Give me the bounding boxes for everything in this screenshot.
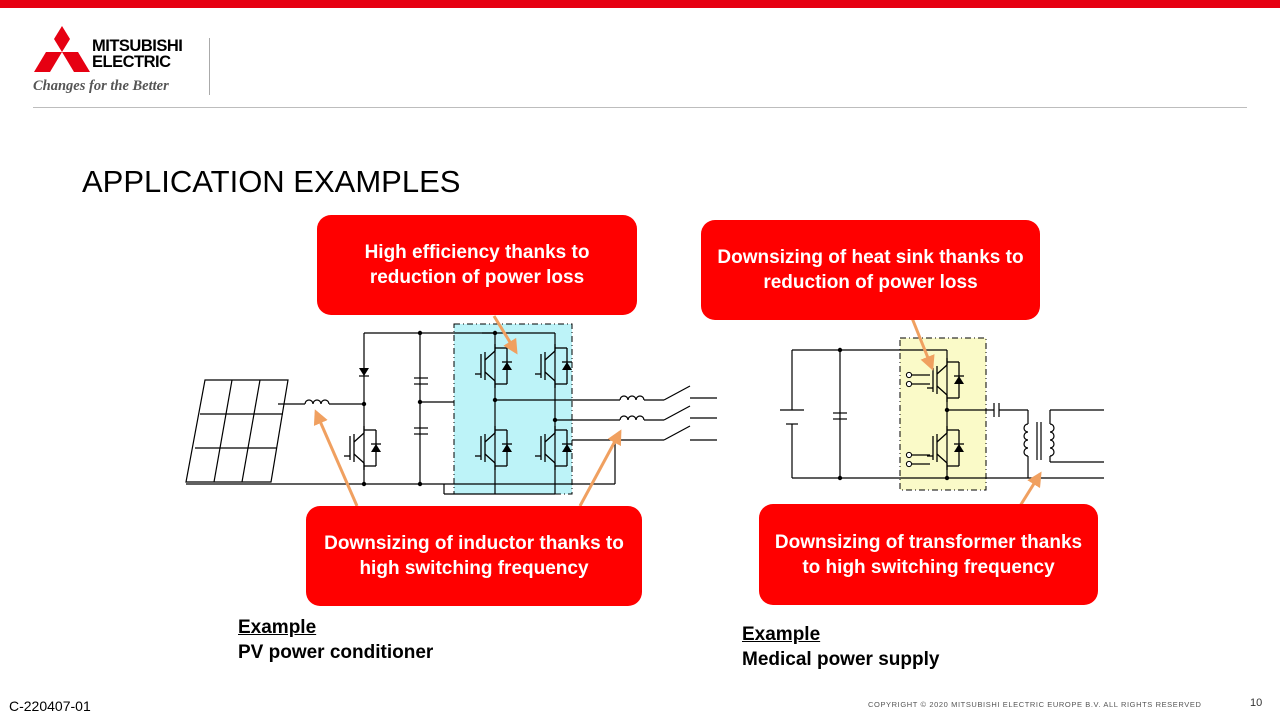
brand-tagline: Changes for the Better (33, 78, 169, 94)
callout-transformer: Downsizing of transformer thanks to high… (759, 504, 1098, 605)
copyright-notice: COPYRIGHT © 2020 MITSUBISHI ELECTRIC EUR… (868, 700, 1202, 709)
header-rule (33, 107, 1247, 108)
page-number: 10 (1250, 697, 1263, 709)
document-id: C-220407-01 (9, 698, 91, 714)
example-label-left: Example (238, 617, 317, 638)
medical-supply-diagram (780, 317, 1104, 507)
pv-conditioner-diagram (185, 315, 717, 507)
example-label-right: Example (742, 624, 821, 645)
three-diamonds-logo-icon (34, 26, 90, 72)
page-title: APPLICATION EXAMPLES (82, 164, 461, 199)
top-red-bar (0, 0, 1280, 8)
brand-name: MITSUBISHI ELECTRIC (92, 37, 183, 71)
callout-inductor: Downsizing of inductor thanks to high sw… (306, 506, 642, 606)
switch-highlight-box (899, 337, 987, 491)
callout-high-efficiency: High efficiency thanks to reduction of p… (317, 215, 637, 315)
logo-divider (209, 38, 210, 95)
callout-heat-sink: Downsizing of heat sink thanks to reduct… (701, 220, 1040, 320)
solar-panel-icon (185, 379, 289, 483)
example-name-right: Medical power supply (742, 649, 940, 670)
boost-igbt-icon (343, 425, 382, 471)
example-name-left: PV power conditioner (238, 642, 434, 663)
